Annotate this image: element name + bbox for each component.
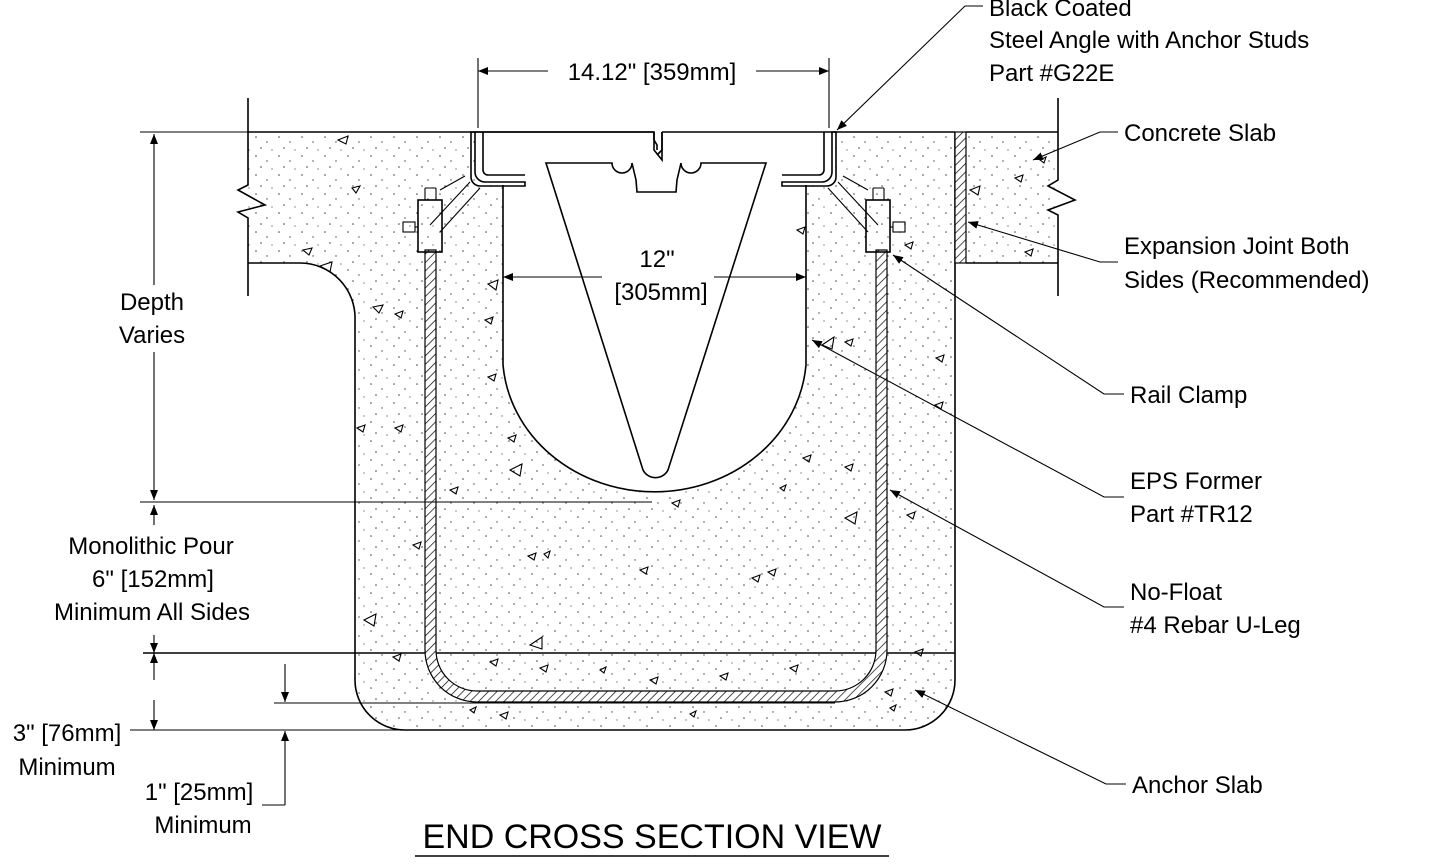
dim-channel-width-in: 12" — [639, 246, 674, 273]
dim-depth-line1: Depth — [120, 289, 184, 316]
dim-monolithic-line3: Minimum All Sides — [54, 599, 250, 626]
aggregate-marks — [301, 135, 1047, 720]
callout-no-float-line1: No-Float — [1130, 579, 1222, 606]
callout-steel-angle-line3: Part #G22E — [989, 60, 1114, 87]
dim-monolithic-line2: 6" [152mm] — [92, 566, 214, 593]
dim-channel-width-mm: [305mm] — [614, 279, 707, 306]
callout-concrete-slab: Concrete Slab — [1124, 120, 1276, 147]
dim-3in-line1: 3" [76mm] — [13, 720, 122, 747]
eps-former — [502, 185, 807, 493]
callout-anchor-slab: Anchor Slab — [1132, 772, 1263, 799]
dim-depth-line2: Varies — [119, 322, 185, 349]
expansion-joint — [954, 131, 967, 264]
concrete-slab — [966, 132, 1058, 263]
callout-eps-former-line2: Part #TR12 — [1130, 501, 1253, 528]
rail-clamp-right — [865, 187, 906, 253]
callout-expansion-joint-line1: Expansion Joint Both — [1124, 233, 1349, 260]
steel-angle-left — [475, 131, 663, 163]
callout-expansion-joint-line2: Sides (Recommended) — [1124, 267, 1369, 294]
dim-3in-line2: Minimum — [18, 754, 115, 781]
dim-1in-line2: Minimum — [154, 812, 251, 839]
view-title: END CROSS SECTION VIEW — [422, 818, 881, 856]
callout-steel-angle-line2: Steel Angle with Anchor Studs — [989, 27, 1309, 54]
callout-eps-former-line1: EPS Former — [1130, 468, 1262, 495]
rebar-u-leg — [424, 249, 888, 703]
callout-rail-clamp: Rail Clamp — [1130, 382, 1247, 409]
dim-top-width: 14.12" [359mm] — [568, 59, 737, 86]
steel-angle-right — [781, 131, 837, 187]
trench-concrete — [248, 132, 955, 730]
callout-steel-angle-line1: Black Coated — [989, 0, 1132, 22]
dim-monolithic-line1: Monolithic Pour — [68, 533, 233, 560]
rail-clamp-left — [402, 187, 443, 253]
dim-1in-line1: 1" [25mm] — [145, 779, 254, 806]
callout-no-float-line2: #4 Rebar U-Leg — [1130, 612, 1301, 639]
